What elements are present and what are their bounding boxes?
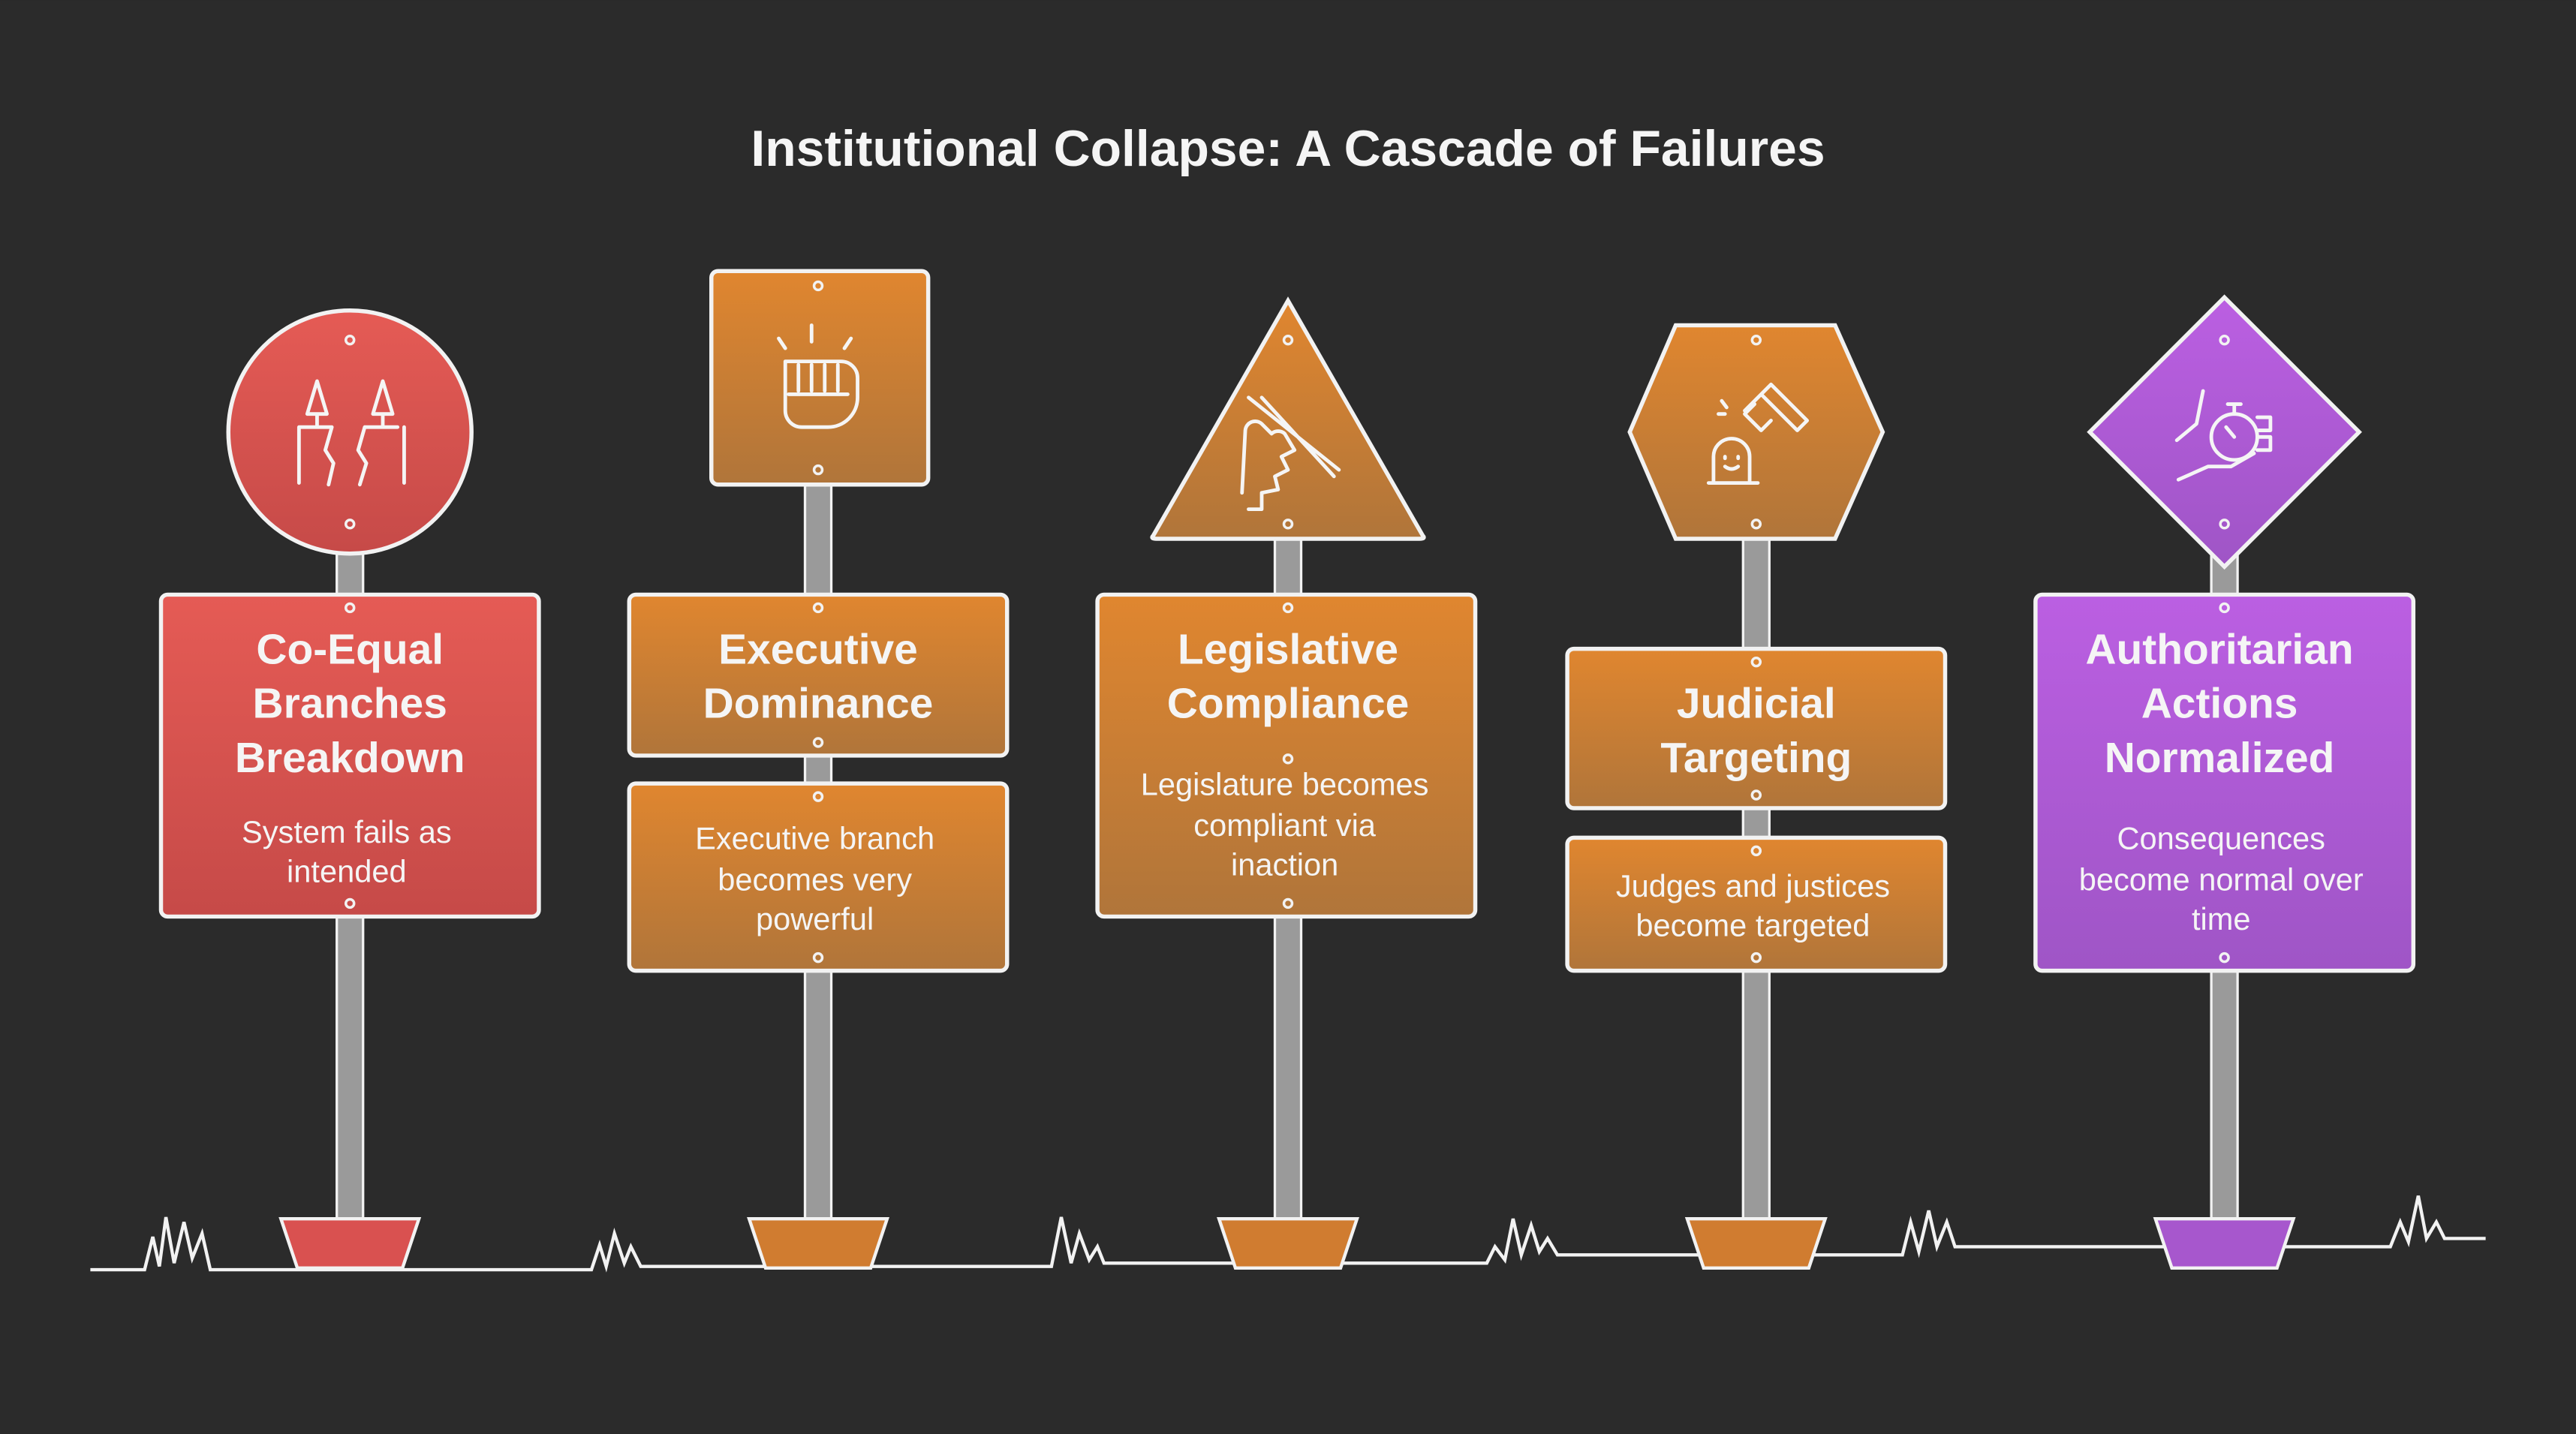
hand-holding-pen-icon <box>1240 395 1341 512</box>
sign-heading: Judicial <box>1677 680 1836 728</box>
sign-description: inaction <box>1231 847 1338 882</box>
sign-description: Judges and justices <box>1616 868 1890 903</box>
fist-icon <box>777 323 859 429</box>
sign-heading: Executive <box>718 625 918 673</box>
circle-sign <box>226 308 474 556</box>
sign-heading: Authoritarian <box>2085 625 2353 673</box>
sign-description: Executive branch <box>695 821 934 856</box>
sign-judicial-targeting: Judicial Targeting Judges and justices b… <box>1565 323 1948 973</box>
hand-stopwatch-icon <box>2174 389 2273 482</box>
sign-legislative-compliance: Legislative Compliance Legislature becom… <box>1095 296 1478 919</box>
sign-heading: Dominance <box>703 680 934 728</box>
sign-description: powerful <box>756 901 874 936</box>
sign-executive-dominance: Executive Dominance Executive branch bec… <box>627 269 1010 973</box>
sign-description: Legislature becomes <box>1141 766 1429 801</box>
sign-description: time <box>2192 901 2251 936</box>
sign-heading: Branches <box>253 680 447 728</box>
sign-description: intended <box>287 853 407 888</box>
page-title: Institutional Collapse: A Cascade of Fai… <box>751 121 1825 177</box>
sign-authoritarian-actions: Authoritarian Actions Normalized Consequ… <box>2033 294 2416 973</box>
sign-description: become normal over <box>2079 861 2364 897</box>
sign-description: compliant via <box>1193 807 1377 843</box>
sign-heading: Targeting <box>1660 734 1852 782</box>
sign-heading: Legislative <box>1178 625 1398 673</box>
sign-description: become targeted <box>1636 908 1870 943</box>
gavel-judge-icon <box>1706 382 1810 486</box>
sign-co-equal-branches: Co-Equal Branches Breakdown System fails… <box>158 308 541 919</box>
broken-pillars-icon <box>296 379 406 487</box>
sign-heading: Normalized <box>2105 734 2335 782</box>
sign-description: Consequences <box>2117 821 2325 856</box>
sign-heading: Compliance <box>1167 680 1409 728</box>
sign-heading: Co-Equal <box>256 625 444 673</box>
sign-heading: Breakdown <box>235 734 465 782</box>
sign-description: becomes very <box>718 861 912 897</box>
sign-heading: Actions <box>2141 680 2298 728</box>
sign-description: System fails as <box>242 814 452 849</box>
